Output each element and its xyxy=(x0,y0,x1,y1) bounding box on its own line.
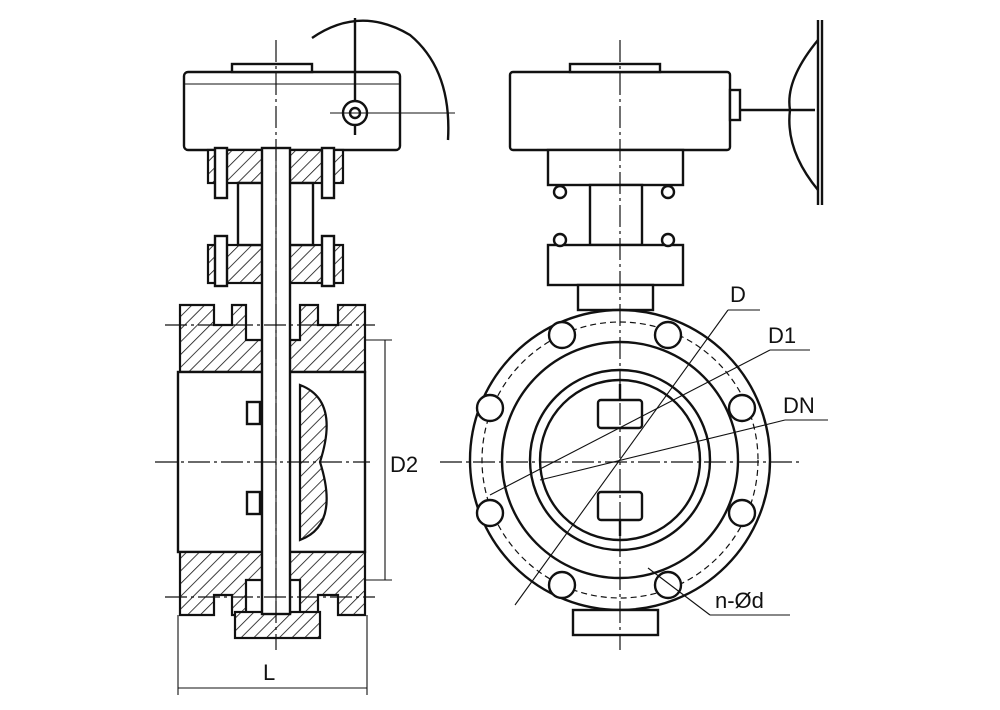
front-bracket-bolts xyxy=(552,184,676,248)
bracket-bolts xyxy=(213,146,336,288)
front-view xyxy=(440,20,828,650)
label-d1: D1 xyxy=(768,323,796,348)
label-d: D xyxy=(730,282,746,307)
label-bolt-holes: n-Ød xyxy=(715,588,764,613)
label-l: L xyxy=(263,660,275,685)
label-d2: D2 xyxy=(390,452,418,477)
body-bottom xyxy=(178,550,367,617)
side-view xyxy=(155,18,455,695)
label-dn: DN xyxy=(783,393,815,418)
handwheel-side xyxy=(311,19,450,141)
